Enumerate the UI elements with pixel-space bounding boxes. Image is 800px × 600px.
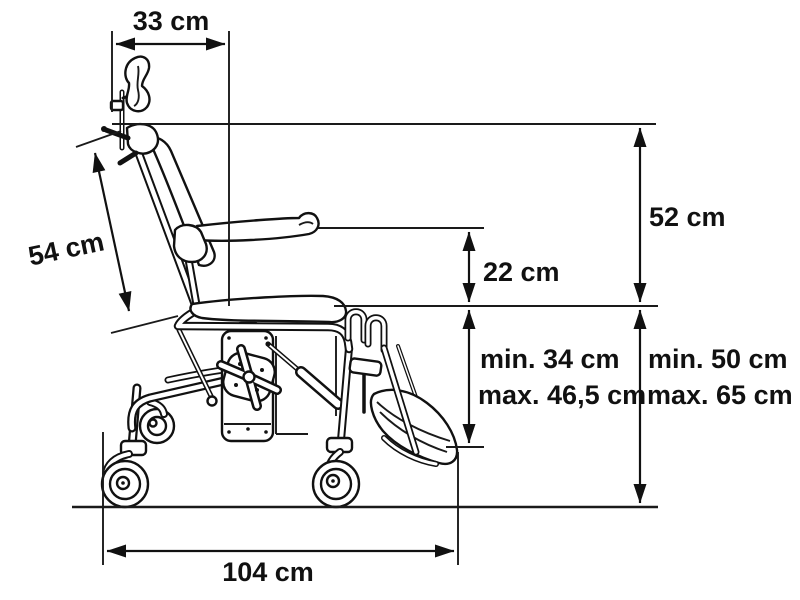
armrest <box>172 211 320 306</box>
label-seat-to-footrest-max: max. 46,5 cm <box>478 380 646 410</box>
label-overall-length: 104 cm <box>222 557 314 587</box>
dimension-labels: 33 cm 54 cm 52 cm 22 cm min. 34 cm max. … <box>26 6 793 587</box>
label-seat-to-footrest-min: min. 34 cm <box>480 344 620 374</box>
label-headrest-width: 33 cm <box>133 6 210 36</box>
gas-spring <box>265 341 344 410</box>
front-caster <box>311 344 361 509</box>
label-seat-to-armrest: 22 cm <box>483 257 560 287</box>
label-backrest-length: 54 cm <box>26 226 107 271</box>
footrest <box>344 308 459 467</box>
dim-arrow-54 <box>92 152 132 312</box>
armrest-bracket <box>172 223 208 264</box>
tick-backrest-top <box>75 130 122 148</box>
tilt-mechanism-plate <box>216 344 282 411</box>
label-seat-height-max: max. 65 cm <box>647 380 793 410</box>
dimension-arrows <box>92 37 647 558</box>
label-seat-height-min: min. 50 cm <box>648 344 788 374</box>
chassis-frame <box>127 336 337 435</box>
armrest-pad <box>192 211 320 242</box>
label-seat-to-backrest-top: 52 cm <box>649 202 726 232</box>
reference-lines <box>72 31 658 565</box>
seat-cushion <box>189 294 348 324</box>
tick-seat-plane <box>110 315 179 334</box>
headrest <box>101 55 160 166</box>
